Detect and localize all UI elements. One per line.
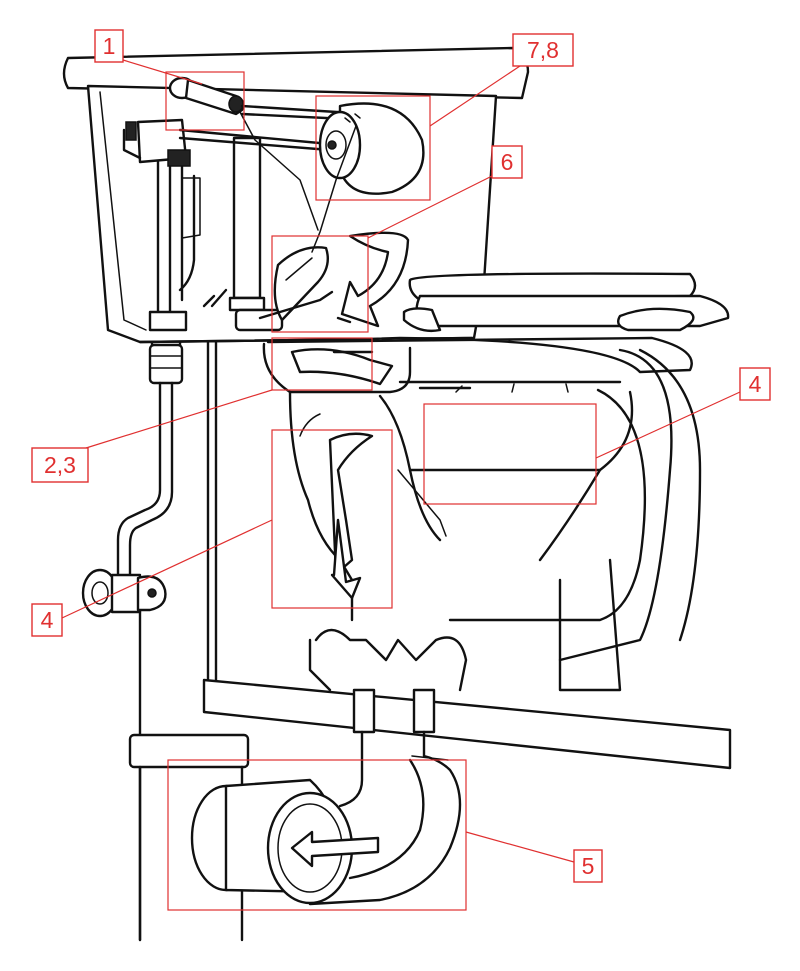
p-trap — [190, 688, 462, 906]
drain-stack — [128, 340, 250, 942]
water-supply-line — [81, 328, 184, 618]
callout-tag-4-right: 4 — [739, 367, 771, 401]
svg-text:6: 6 — [501, 149, 514, 175]
overflow-tube — [202, 136, 284, 332]
svg-text:2,3: 2,3 — [44, 452, 76, 478]
callout-area-6 — [271, 235, 369, 333]
svg-text:4: 4 — [41, 607, 54, 633]
callout-area-5 — [167, 759, 467, 911]
callout-tag-78: 7,8 — [512, 33, 574, 67]
callout-area-4r — [423, 403, 597, 505]
flapper — [258, 125, 410, 328]
callout-tag-6: 6 — [491, 145, 523, 179]
leader-lines — [61, 59, 741, 863]
float-ball — [178, 102, 425, 195]
floor-slab — [202, 678, 732, 770]
callout-areas — [165, 71, 597, 911]
svg-text:4: 4 — [749, 371, 762, 397]
svg-text:5: 5 — [582, 853, 595, 879]
callout-tag-1: 1 — [94, 29, 124, 63]
callout-tag-4-left: 4 — [31, 603, 63, 637]
callout-area-23 — [271, 337, 373, 391]
callout-tag-5: 5 — [573, 849, 603, 883]
svg-text:7,8: 7,8 — [527, 37, 559, 63]
shutoff-valve — [81, 568, 167, 618]
callout-area-1 — [165, 71, 245, 131]
toilet-bowl — [262, 272, 730, 692]
callout-area-4l — [271, 429, 393, 609]
callout-area-78 — [315, 95, 431, 201]
svg-text:1: 1 — [103, 33, 116, 59]
callout-tag-23: 2,3 — [31, 447, 89, 483]
